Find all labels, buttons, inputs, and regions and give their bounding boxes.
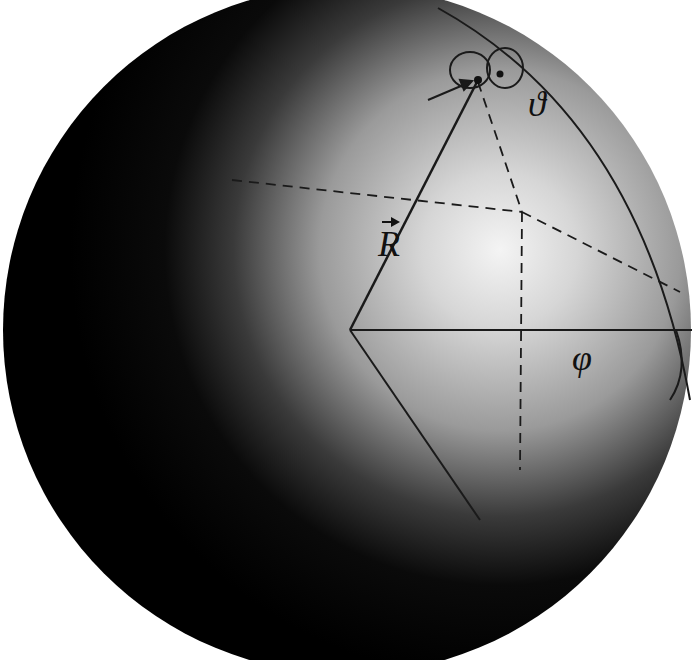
meridian [438,8,690,400]
equator-radius [350,329,692,331]
equator-line [350,330,480,520]
dashed-projection [520,212,522,470]
dashed-projection [478,82,522,212]
vector-label: R [378,226,400,262]
sphere [3,0,691,660]
phi-arc [670,330,682,400]
angle-label: ϑ [528,86,546,122]
dashed-projection [232,180,522,212]
arrowhead [460,80,472,90]
angle-label: φ [572,340,592,376]
dashed-projection [522,212,680,292]
angle-loop [487,48,523,88]
surface-point [474,76,482,84]
surface-point [497,71,504,78]
